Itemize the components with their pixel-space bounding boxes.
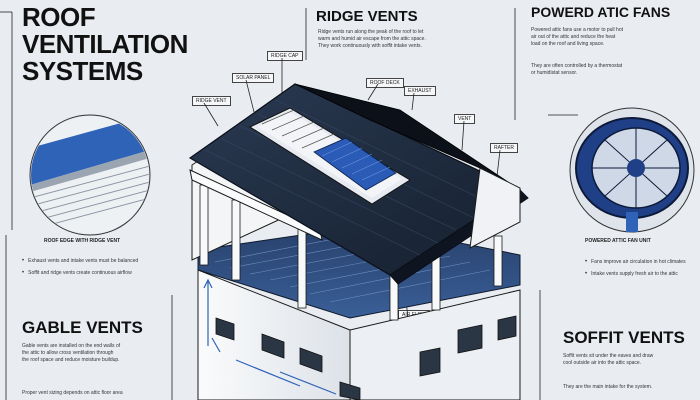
text-line: Ridge vents run along the peak of the ro… — [318, 29, 424, 35]
list-item-text: Intake vents supply fresh air to the att… — [591, 271, 678, 277]
title-line: SYSTEMS — [22, 56, 143, 86]
list-item-text: Exhaust vents and intake vents must be b… — [28, 258, 139, 264]
page-title: ROOF VENTILATION SYSTEMS — [22, 4, 188, 85]
label-tag: GABLE — [424, 157, 449, 167]
heading-soffit-vents: SOFFIT VENTS — [563, 328, 685, 347]
text-line: air out of the attic and reduce the heat — [531, 34, 616, 40]
right-bullets: •Fans improve air circulation in hot cli… — [585, 259, 690, 283]
label-tag: BAFFLE — [276, 262, 303, 272]
fans-description-2: They are often controlled by a thermosta… — [531, 63, 681, 77]
text-line: They work continuously with soffit intak… — [318, 43, 422, 49]
gable-description-2: Proper vent sizing depends on attic floo… — [22, 390, 162, 397]
text-line: the attic to allow cross ventilation thr… — [22, 350, 114, 356]
soffit-description-2: They are the main intake for the system. — [563, 384, 691, 391]
text-line: Powered attic fans use a motor to pull h… — [531, 27, 623, 33]
heading-gable-vents: GABLE VENTS — [22, 318, 143, 337]
right-fan-detail — [569, 107, 695, 233]
label-tag: RIDGE CAP — [267, 51, 303, 61]
gable-description: Gable vents are installed on the end wal… — [22, 343, 162, 364]
label-tag: SHINGLES — [358, 121, 392, 131]
title-line: ROOF — [22, 2, 96, 32]
list-item-text: Fans improve air circulation in hot clim… — [591, 259, 686, 265]
heading-ridge-vents: RIDGE VENTS — [316, 8, 418, 25]
text-line: or humidistat sensor. — [531, 70, 578, 76]
list-item: •Fans improve air circulation in hot cli… — [585, 259, 686, 265]
label-tag: SOLAR PANEL — [232, 73, 275, 83]
text-line: They are often controlled by a thermosta… — [531, 63, 623, 69]
label-tag: RIDGE VENT — [192, 96, 231, 106]
text-line: Gable vents are installed on the end wal… — [22, 343, 121, 349]
fans-description: Powered attic fans use a motor to pull h… — [531, 27, 681, 48]
label-tag: EXHAUST — [404, 86, 436, 96]
text-line: the roof space and reduce moisture build… — [22, 357, 120, 363]
ridge-description: Ridge vents run along the peak of the ro… — [318, 29, 478, 50]
list-item: •Intake vents supply fresh air to the at… — [585, 271, 678, 277]
airflow-arrows — [203, 278, 337, 395]
label-tag: AIR FLOW — [398, 310, 431, 320]
text-line: They are the main intake for the system. — [563, 384, 653, 390]
left-detail-caption: ROOF EDGE WITH RIDGE VENT — [44, 238, 121, 244]
heading-powered-attic-fans: POWERD ATIC FANS — [531, 4, 671, 20]
title-line: VENTILATION — [22, 29, 188, 59]
label-tag: VENT — [454, 114, 476, 124]
label-tag: ROOF DECK — [366, 78, 404, 88]
list-item: •Soffit and ridge vents create continuou… — [22, 270, 132, 276]
text-line: load on the roof and living space. — [531, 41, 605, 47]
label-tag: RAFTER — [490, 143, 518, 153]
text-line: Proper vent sizing depends on attic floo… — [22, 390, 123, 396]
soffit-description: Soffit vents sit under the eaves and dra… — [563, 353, 691, 367]
left-bullets: •Exhaust vents and intake vents must be … — [22, 258, 152, 282]
right-detail-caption: POWERED ATTIC FAN UNIT — [585, 238, 651, 244]
wall-vents — [215, 315, 517, 400]
text-line: Soffit vents sit under the eaves and dra… — [563, 353, 654, 359]
list-item-text: Soffit and ridge vents create continuous… — [28, 270, 132, 276]
text-line: warm and humid air escape from the attic… — [318, 36, 426, 42]
left-roof-detail — [29, 114, 151, 236]
text-line: cool outside air into the attic space. — [563, 360, 642, 366]
list-item: •Exhaust vents and intake vents must be … — [22, 258, 139, 264]
